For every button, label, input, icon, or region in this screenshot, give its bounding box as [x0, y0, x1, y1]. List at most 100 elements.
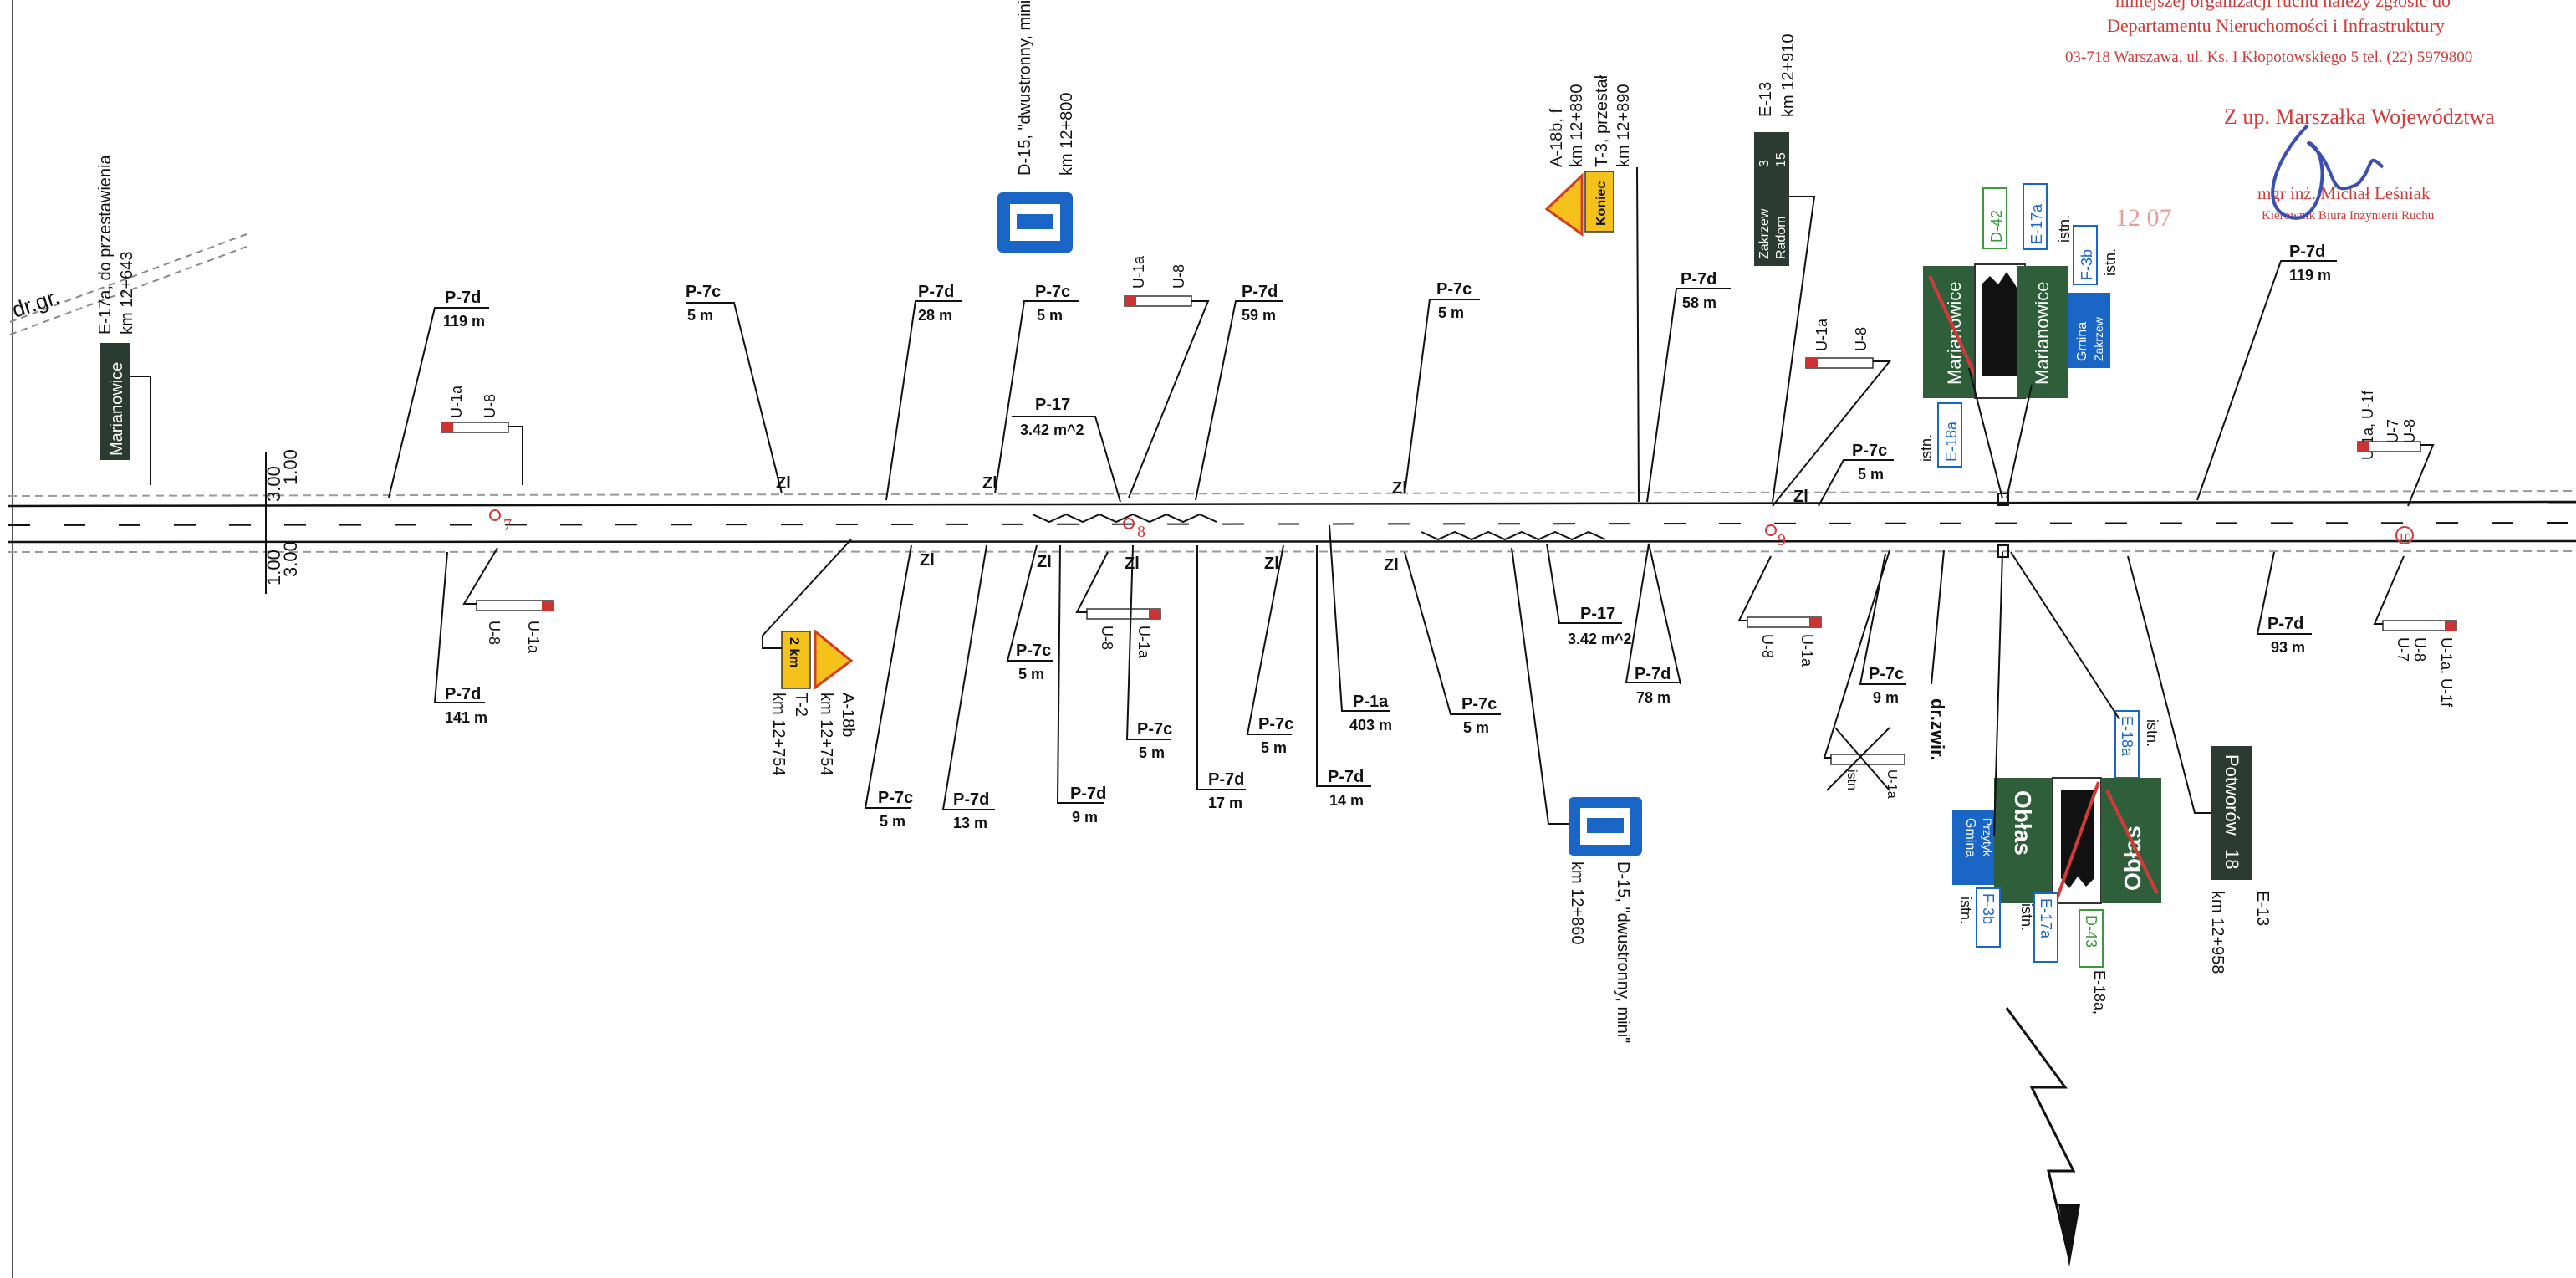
label-length: 5 m: [1139, 744, 1165, 761]
direction-text: Zakrzew: [1757, 208, 1772, 259]
post-stripe: [1809, 617, 1821, 627]
position-marker-8: 8: [1123, 518, 1145, 541]
post-leader: [2407, 444, 2435, 507]
label-text: U-1a: [1885, 769, 1899, 799]
distance-plate: [781, 631, 811, 689]
sign-e13-bottom: Potworów 18 E-13 km 12+958: [2127, 555, 2272, 974]
e17a-leader: [130, 376, 151, 485]
d43-box: [2079, 909, 2104, 968]
label-text: P-7d: [445, 685, 481, 703]
label-text: P-7c: [1436, 280, 1472, 299]
label-p7d-17: P-7d 17 m: [1196, 545, 1246, 811]
label-p7d-119: P-7d 119 m: [388, 289, 489, 498]
cross-out-line: [2055, 781, 2100, 900]
post-leader: [462, 547, 498, 605]
warning-triangle: [814, 628, 854, 690]
label-text: P-7c: [686, 283, 721, 301]
sign-cluster-bottom-right: E-18a istn. Gmina Przytyk Obłas Obłas F-…: [1952, 544, 2161, 1015]
sign-cluster-top-right: D-42 E-17a istn. F-3b istn. Marianowice …: [1918, 183, 2119, 506]
label-text: P-7d: [1635, 665, 1671, 683]
post-crossed-b4: istn U-1a: [1823, 550, 1905, 799]
direction-text: Radom: [1774, 216, 1788, 259]
e17a-box-label: E-17a: [2028, 203, 2045, 244]
label-leader: [864, 544, 912, 809]
label-text: P-7d: [1328, 768, 1364, 786]
width-dim-1: 1.00: [280, 449, 301, 485]
label-p7c-b4: P-7c 5 m: [1246, 544, 1293, 756]
post-stripe: [441, 422, 453, 432]
stamp-line-2: Departamentu Nieruchomości i Infrastrukt…: [2107, 15, 2445, 36]
label-p7c-b5: P-7c 5 m: [1404, 551, 1501, 736]
post-leader: [1075, 551, 1109, 613]
gmina-sign-top: [2068, 293, 2110, 368]
label-text: U-7: [2395, 637, 2411, 662]
post-u1a-u8-2: U-1a U-8: [1124, 255, 1210, 498]
label-leader: [1316, 545, 1371, 787]
label-text: P-7c: [1258, 715, 1293, 734]
north-arrow: [2005, 1007, 2080, 1267]
e18a-label: E-18a: [1943, 421, 1960, 462]
label-leader: [1006, 544, 1053, 662]
position-marker-7: 7: [489, 509, 512, 534]
width-dim-2: 3.00: [263, 466, 284, 502]
label-leader: [2196, 260, 2337, 501]
label-p7d-141: P-7d 141 m: [433, 551, 487, 726]
post-stripe: [1806, 358, 1818, 368]
oblas-sign-1: [1994, 778, 2053, 903]
label-leader: [686, 302, 783, 494]
post-leader: [2373, 555, 2405, 625]
e17a-label: E-17a, do przestawienia: [96, 155, 115, 335]
sign-leader: [1511, 547, 1569, 825]
existing-label: istn.: [2056, 215, 2073, 243]
e18a-label: E-18a: [2119, 716, 2135, 757]
post-u1a-u1f-top: U-1a, U-1f U-7 U-8: [2357, 390, 2435, 507]
label-length: 9 m: [1072, 809, 1098, 826]
label-text: U-8: [482, 394, 498, 418]
sign-leader: [1636, 166, 1640, 503]
direction-text: Potworów: [2221, 754, 2242, 836]
gmina-label: Gmina: [2075, 322, 2089, 361]
sign-d15-top: D-15, "dwustronny, mini" km 12+800: [997, 0, 1076, 253]
d42-box: [1982, 187, 2007, 249]
direction-distance: 3: [1757, 160, 1772, 167]
sign-a18b-t3: A-18b, f km 12+890 T-3, przestał km 12+8…: [1544, 74, 1640, 503]
f3b-box-bottom: [1976, 887, 2001, 948]
label-length: 5 m: [1037, 307, 1063, 324]
label-length: 5 m: [1858, 466, 1884, 483]
f3b-label: F-3b: [2079, 249, 2095, 280]
post-stripe: [1125, 296, 1136, 306]
post-leader: [1128, 300, 1210, 498]
post-marker: [1997, 544, 2009, 558]
gravel-road-label: dr.zwir.: [1927, 698, 1948, 761]
position-marker-10: 10: [2395, 526, 2414, 545]
label-length: 9 m: [1873, 689, 1899, 706]
label-leader-2: [1931, 550, 1945, 685]
label-leader: [1818, 459, 1894, 507]
stamp-date: 12 07: [2115, 204, 2172, 232]
marker-number: 8: [1137, 523, 1145, 541]
label-leader: [941, 544, 995, 810]
label-text: P-7d: [1208, 770, 1244, 789]
label-text: U-8: [2411, 637, 2428, 662]
sign-d15-bottom: D-15, "dwustronny, mini" km 12+860: [1511, 547, 1642, 1043]
sign-label: D-15, "dwustronny, mini": [1614, 861, 1632, 1043]
existing-label: istn.: [1957, 897, 1974, 924]
direction-distance: 18: [2221, 849, 2242, 869]
bus-icon: [1587, 818, 1624, 833]
label-text: P-7c: [878, 789, 913, 807]
label-leader: [1056, 544, 1104, 804]
label-p7d-28: P-7d 28 m: [885, 283, 962, 501]
sign-km: km 12+860: [1568, 861, 1586, 945]
d42-label: D-42: [1988, 210, 2005, 243]
label-text: P-7d: [2267, 615, 2303, 633]
e17a-km: km 12+643: [118, 251, 136, 335]
post-leader: [508, 426, 523, 485]
e18a-label-2: E-18a,: [2091, 970, 2108, 1015]
label-p7c-b6: P-7c 9 m: [1859, 550, 1945, 706]
label-p7d-13: P-7d 13 m: [941, 544, 995, 831]
marianowice-sign-2: [2017, 266, 2068, 398]
gmina-name: Zakrzew: [2092, 316, 2105, 361]
post-u8-u1a-b2: U-8 U-1a: [1075, 551, 1161, 659]
sign-label: A-18b: [839, 693, 857, 737]
label-text: P-7d: [445, 289, 481, 307]
